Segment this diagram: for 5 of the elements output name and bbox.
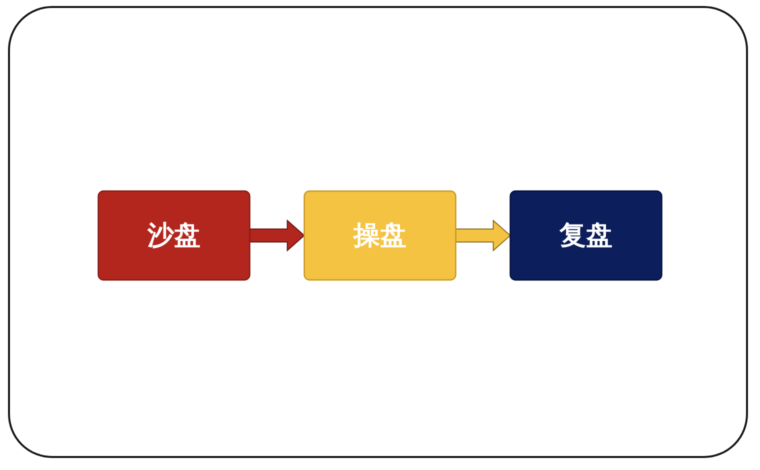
block-arrow <box>455 218 512 252</box>
process-box: 复盘 <box>510 190 662 280</box>
block-arrow <box>249 218 306 252</box>
process-box: 操盘 <box>304 190 456 280</box>
process-box: 沙盘 <box>98 190 250 280</box>
